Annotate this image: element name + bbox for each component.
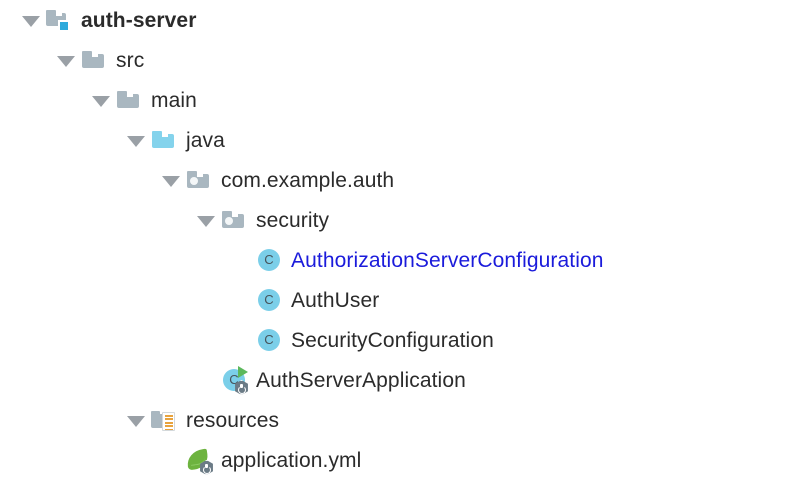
chevron-down-icon[interactable]	[20, 10, 40, 30]
tree-node-auth-server[interactable]: auth-server	[0, 0, 196, 40]
tree-node-resources[interactable]: resources	[0, 400, 279, 440]
tree-node-label: resources	[186, 408, 280, 432]
tree-node-label: AuthUser	[291, 288, 380, 312]
folder-icon	[81, 47, 107, 73]
tree-node-label: com.example.auth	[221, 168, 395, 192]
chevron-down-icon[interactable]	[125, 130, 145, 150]
tree-node-application-yml[interactable]: application.yml	[0, 440, 361, 480]
spring-badge-icon	[200, 460, 213, 475]
tree-node-securityconfiguration[interactable]: C SecurityConfiguration	[0, 320, 494, 360]
tree-spacer	[230, 330, 250, 350]
tree-node-label: application.yml	[221, 448, 362, 472]
tree-node-label: src	[116, 48, 145, 72]
package-folder-icon	[221, 207, 247, 233]
tree-node-label: main	[151, 88, 197, 112]
tree-spacer	[230, 250, 250, 270]
spring-badge-icon	[235, 380, 248, 395]
java-class-icon: C	[256, 247, 282, 273]
tree-node-label: AuthServerApplication	[256, 368, 466, 392]
source-root-folder-icon	[151, 127, 177, 153]
resources-folder-icon	[151, 407, 177, 433]
tree-node-security[interactable]: security	[0, 200, 329, 240]
tree-node-authuser[interactable]: C AuthUser	[0, 280, 379, 320]
tree-node-com-example-auth[interactable]: com.example.auth	[0, 160, 394, 200]
tree-node-label: security	[256, 208, 330, 232]
package-folder-icon	[186, 167, 212, 193]
tree-node-java[interactable]: java	[0, 120, 225, 160]
tree-spacer	[160, 450, 180, 470]
run-badge-icon	[238, 366, 248, 378]
chevron-down-icon[interactable]	[160, 170, 180, 190]
module-folder-icon	[46, 7, 72, 33]
chevron-down-icon[interactable]	[195, 210, 215, 230]
tree-node-authserverapplication[interactable]: C AuthServerApplication	[0, 360, 466, 400]
tree-node-main[interactable]: main	[0, 80, 197, 120]
tree-node-label: java	[186, 128, 225, 152]
chevron-down-icon[interactable]	[55, 50, 75, 70]
folder-icon	[116, 87, 142, 113]
tree-node-label: SecurityConfiguration	[291, 328, 494, 352]
java-class-icon: C	[256, 287, 282, 313]
tree-node-authorizationserverconfiguration[interactable]: C AuthorizationServerConfiguration	[0, 240, 604, 280]
chevron-down-icon[interactable]	[90, 90, 110, 110]
tree-node-label: AuthorizationServerConfiguration	[291, 248, 604, 272]
tree-spacer	[195, 370, 215, 390]
tree-node-src[interactable]: src	[0, 40, 144, 80]
spring-config-file-icon	[185, 447, 213, 475]
java-class-icon: C	[256, 327, 282, 353]
tree-spacer	[230, 290, 250, 310]
spring-boot-main-class-icon: C	[221, 366, 248, 395]
tree-node-label: auth-server	[81, 8, 197, 32]
chevron-down-icon[interactable]	[125, 410, 145, 430]
